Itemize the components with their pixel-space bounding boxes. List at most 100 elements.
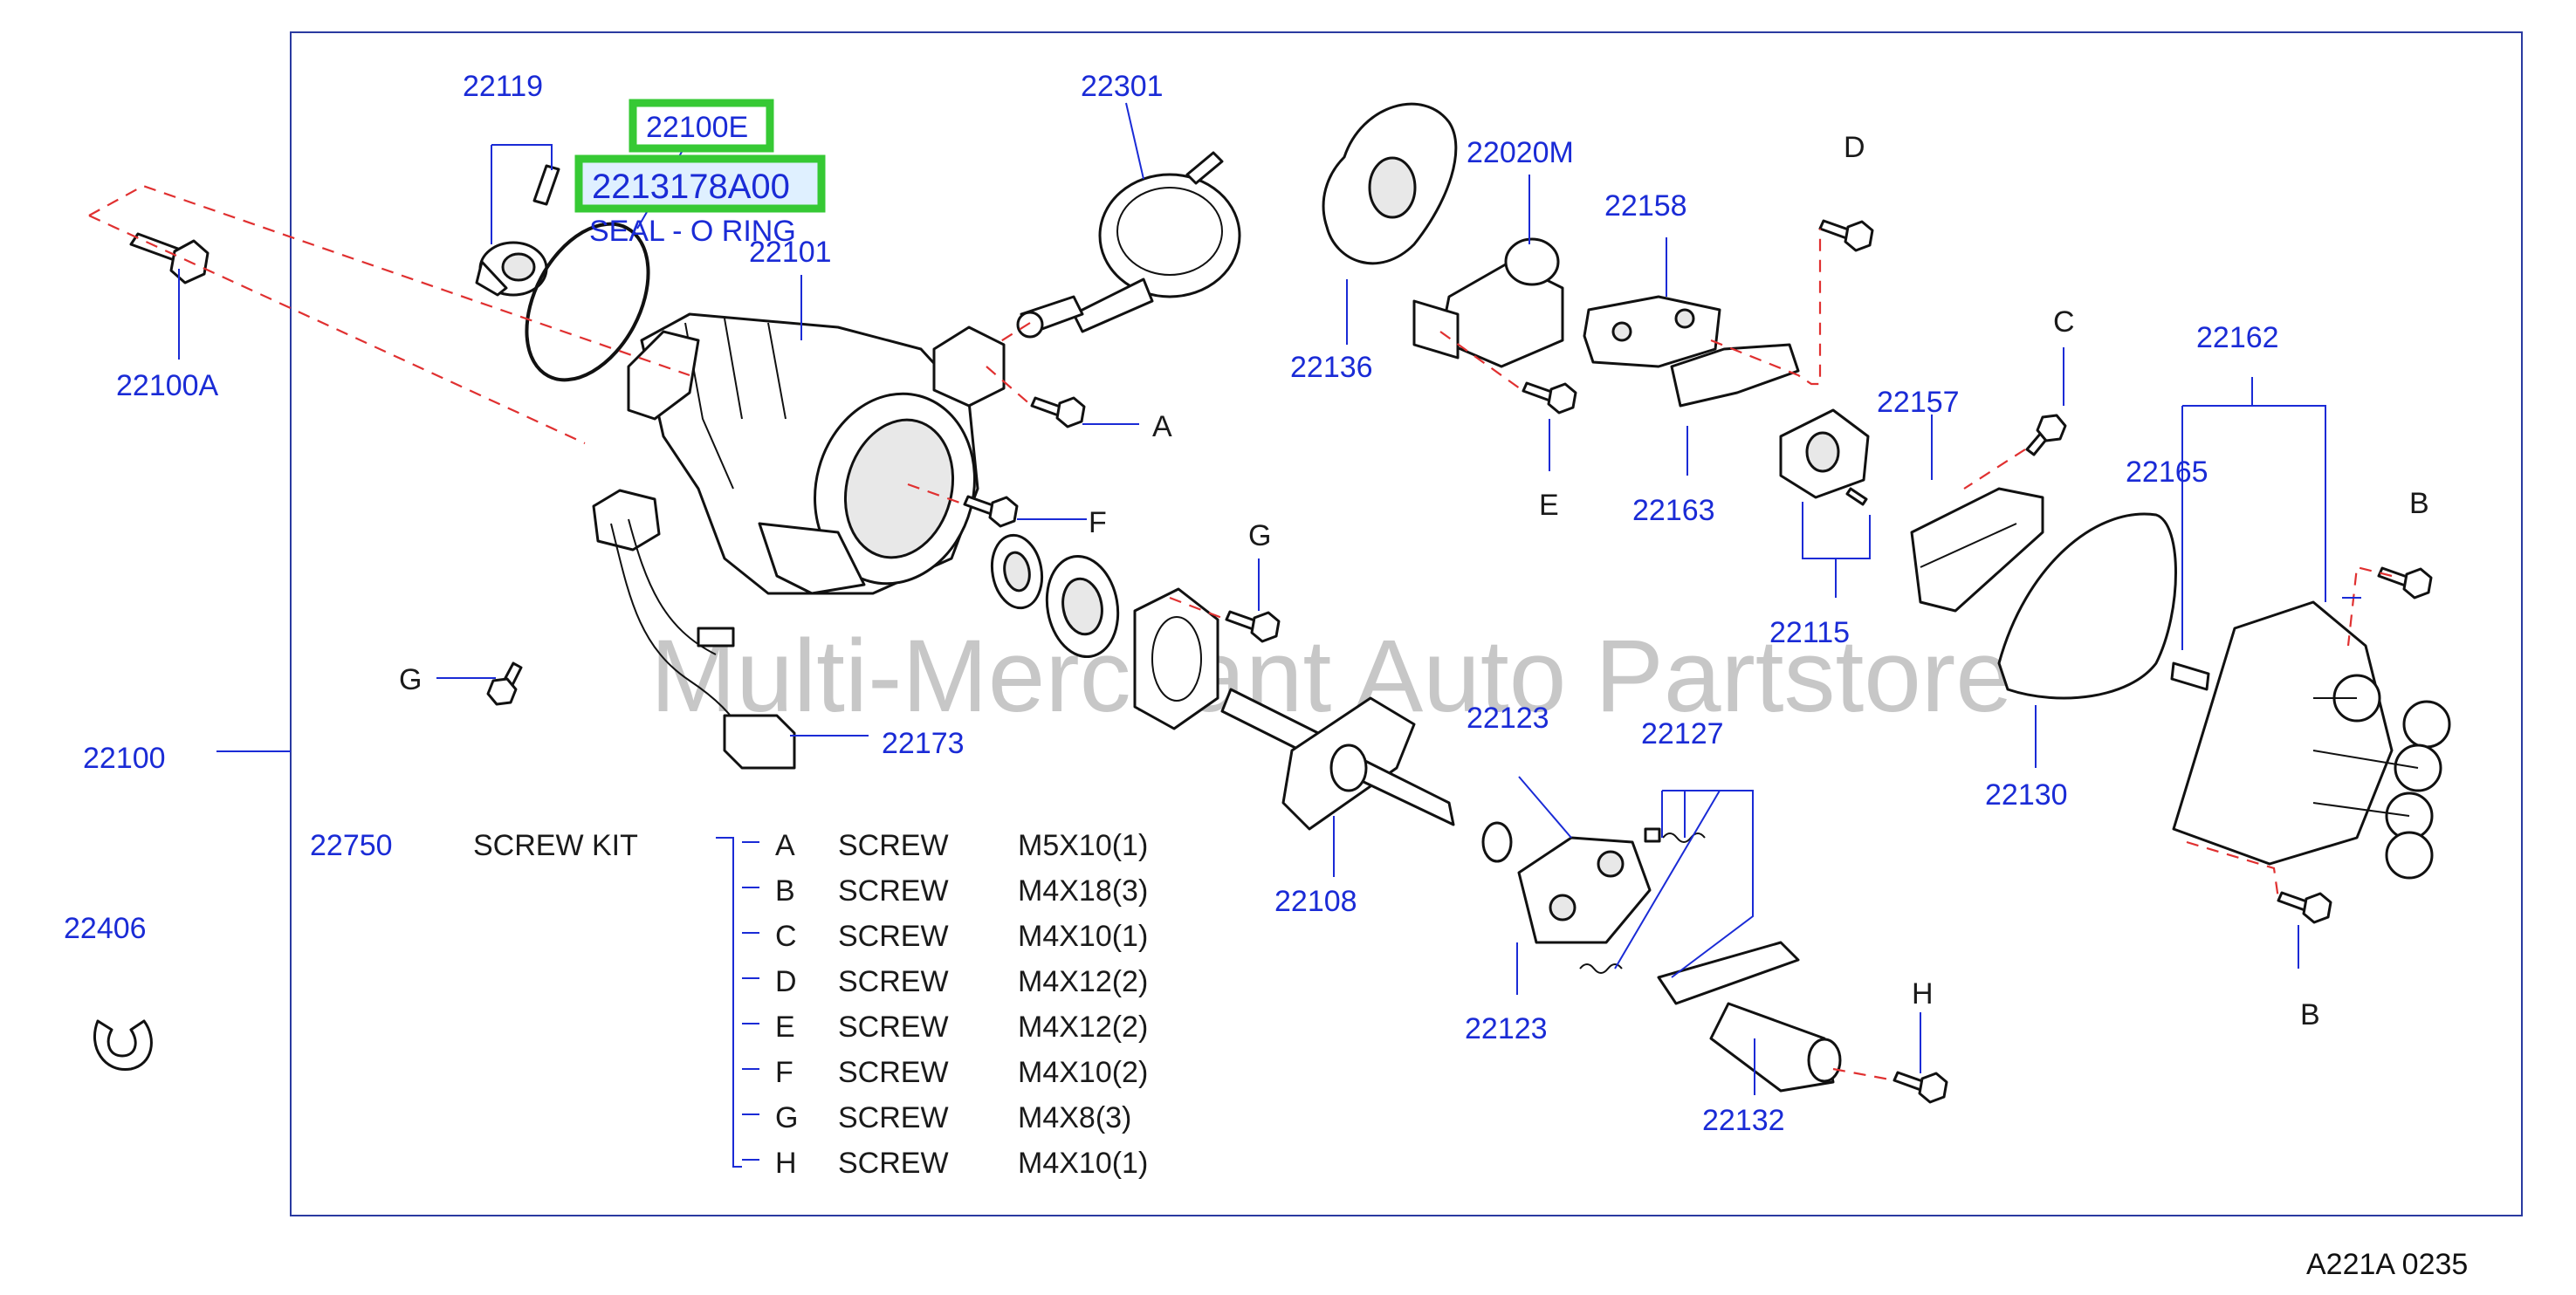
bearing-large-icon[interactable] [1040, 551, 1126, 662]
kit-size: M4X10(2) [1018, 1056, 1148, 1089]
screw-c-icon[interactable] [2025, 414, 2067, 456]
harness-22173-icon[interactable] [592, 489, 796, 770]
kit-size: M4X12(2) [1018, 1011, 1148, 1044]
rotor-22157-icon[interactable] [1910, 487, 2044, 613]
plate-22158-icon[interactable] [1583, 295, 1721, 368]
label-22406[interactable]: 22406 [64, 912, 147, 945]
label-22157[interactable]: 22157 [1877, 386, 1960, 419]
screw-kit-row[interactable]: B SCREW M4X18(3) [775, 874, 1148, 908]
label-22108[interactable]: 22108 [1274, 885, 1357, 918]
label-22130[interactable]: 22130 [1985, 778, 2068, 812]
screw-d-icon[interactable] [1818, 219, 1874, 252]
screw-g-left-icon[interactable] [486, 661, 523, 706]
diagram-frame [290, 31, 2523, 1216]
screw-kit-bracket [742, 841, 759, 1161]
gasket-plate-icon[interactable] [1133, 587, 1219, 730]
highlight-2213178A00[interactable] [574, 154, 826, 213]
springs-22127-icon[interactable] [1579, 827, 1706, 974]
callout-c: C [2053, 305, 2075, 339]
housing-22101-icon[interactable] [627, 312, 1006, 602]
label-22123-lower[interactable]: 22123 [1465, 1012, 1548, 1045]
label-seal-o-ring: SEAL - O RING [589, 215, 796, 248]
callout-h: H [1912, 977, 1934, 1011]
label-22162[interactable]: 22162 [2196, 321, 2279, 354]
bolt-22100A-icon[interactable] [129, 232, 210, 284]
pin-22119-icon[interactable] [532, 164, 560, 206]
cap-22162-icon[interactable] [2172, 600, 2451, 880]
label-22136[interactable]: 22136 [1290, 351, 1373, 384]
kit-name: SCREW [838, 965, 949, 998]
label-22119[interactable]: 22119 [463, 70, 543, 103]
cap-22119-icon[interactable] [475, 241, 548, 297]
screw-kit-row[interactable]: C SCREW M4X10(1) [775, 920, 1148, 953]
label-22301[interactable]: 22301 [1081, 70, 1164, 103]
screw-kit-row[interactable]: E SCREW M4X12(2) [775, 1011, 1148, 1044]
callout-a: A [1152, 410, 1172, 443]
label-22158[interactable]: 22158 [1604, 189, 1687, 223]
kit-name: SCREW [838, 920, 949, 953]
kit-name: SCREW [838, 1147, 949, 1180]
vacuum-unit-22301-icon[interactable] [1016, 151, 1241, 339]
kit-name: SCREW [838, 1011, 949, 1044]
screw-kit-row[interactable]: G SCREW M4X8(3) [775, 1101, 1131, 1134]
assembly-dashed-lines [88, 184, 2393, 1082]
screw-a-icon[interactable] [1030, 396, 1086, 428]
screw-g-lower-icon[interactable] [1225, 610, 1281, 643]
label-22123-upper[interactable]: 22123 [1467, 702, 1549, 735]
o-ring-icon[interactable] [502, 203, 673, 401]
highlight-22100E[interactable] [629, 99, 774, 153]
shield-22136-icon[interactable] [1322, 102, 1458, 265]
kit-letter: F [775, 1056, 793, 1089]
screw-b-lower-icon[interactable] [2277, 891, 2332, 924]
kit-letter: E [775, 1011, 795, 1044]
kit-letter: H [775, 1147, 797, 1180]
bracket-22163-icon[interactable] [1670, 343, 1800, 408]
label-22020M[interactable]: 22020M [1467, 136, 1574, 169]
shaft-22108-icon[interactable] [1220, 688, 1455, 831]
kit-size: M4X8(3) [1018, 1101, 1131, 1134]
kit-name: SCREW [838, 829, 949, 862]
label-2213178A00[interactable]: 2213178A00 [592, 168, 790, 206]
label-22100E[interactable]: 22100E [646, 111, 748, 144]
screw-b-upper-icon[interactable] [2377, 566, 2433, 600]
kit-letter: B [775, 874, 795, 908]
callout-d: D [1844, 131, 1865, 164]
label-22163[interactable]: 22163 [1632, 494, 1715, 527]
screw-kit-row[interactable]: A SCREW M5X10(1) [775, 829, 1148, 862]
label-22127[interactable]: 22127 [1641, 717, 1724, 750]
screw-kit-row[interactable]: H SCREW M4X10(1) [775, 1147, 1148, 1180]
kit-size: M4X12(2) [1018, 965, 1148, 998]
governor-22123-icon[interactable] [1517, 836, 1652, 944]
screw-h-icon[interactable] [1893, 1071, 1948, 1104]
callout-b-lower: B [2300, 998, 2320, 1031]
callout-f: F [1089, 506, 1107, 539]
label-22132[interactable]: 22132 [1702, 1104, 1785, 1137]
label-22100A[interactable]: 22100A [116, 369, 219, 402]
washer-icon[interactable] [1481, 821, 1513, 863]
label-22101[interactable]: 22101 [749, 236, 832, 269]
label-22115[interactable]: 22115 [1769, 616, 1850, 649]
gasket-22130-icon[interactable] [1997, 512, 2177, 700]
advancer-22115-icon[interactable] [1779, 408, 1870, 506]
leader-lines [178, 102, 2361, 1168]
label-22165[interactable]: 22165 [2126, 456, 2208, 489]
module-22020M-icon[interactable] [1412, 237, 1564, 368]
label-22100[interactable]: 22100 [83, 742, 166, 775]
watermark: Multi-Merchant Auto Partstore [650, 619, 2013, 734]
kit-size: M4X10(1) [1018, 920, 1148, 953]
label-22750[interactable]: 22750 [310, 829, 393, 862]
kit-letter: G [775, 1101, 798, 1134]
callout-e: E [1539, 489, 1559, 522]
clamp-22406-icon[interactable] [93, 1019, 153, 1071]
bearing-small-icon[interactable] [986, 531, 1048, 612]
label-22173[interactable]: 22173 [882, 727, 965, 760]
screw-kit-row[interactable]: F SCREW M4X10(2) [775, 1056, 1148, 1089]
sensor-22132-icon[interactable] [1657, 941, 1842, 1093]
pin-22165-icon[interactable] [2170, 661, 2210, 691]
callout-b-upper: B [2409, 487, 2429, 520]
screw-f-icon[interactable] [963, 495, 1019, 528]
screw-e-icon[interactable] [1522, 381, 1577, 415]
kit-name: SCREW [838, 1101, 949, 1134]
screw-kit-row[interactable]: D SCREW M4X12(2) [775, 965, 1148, 998]
